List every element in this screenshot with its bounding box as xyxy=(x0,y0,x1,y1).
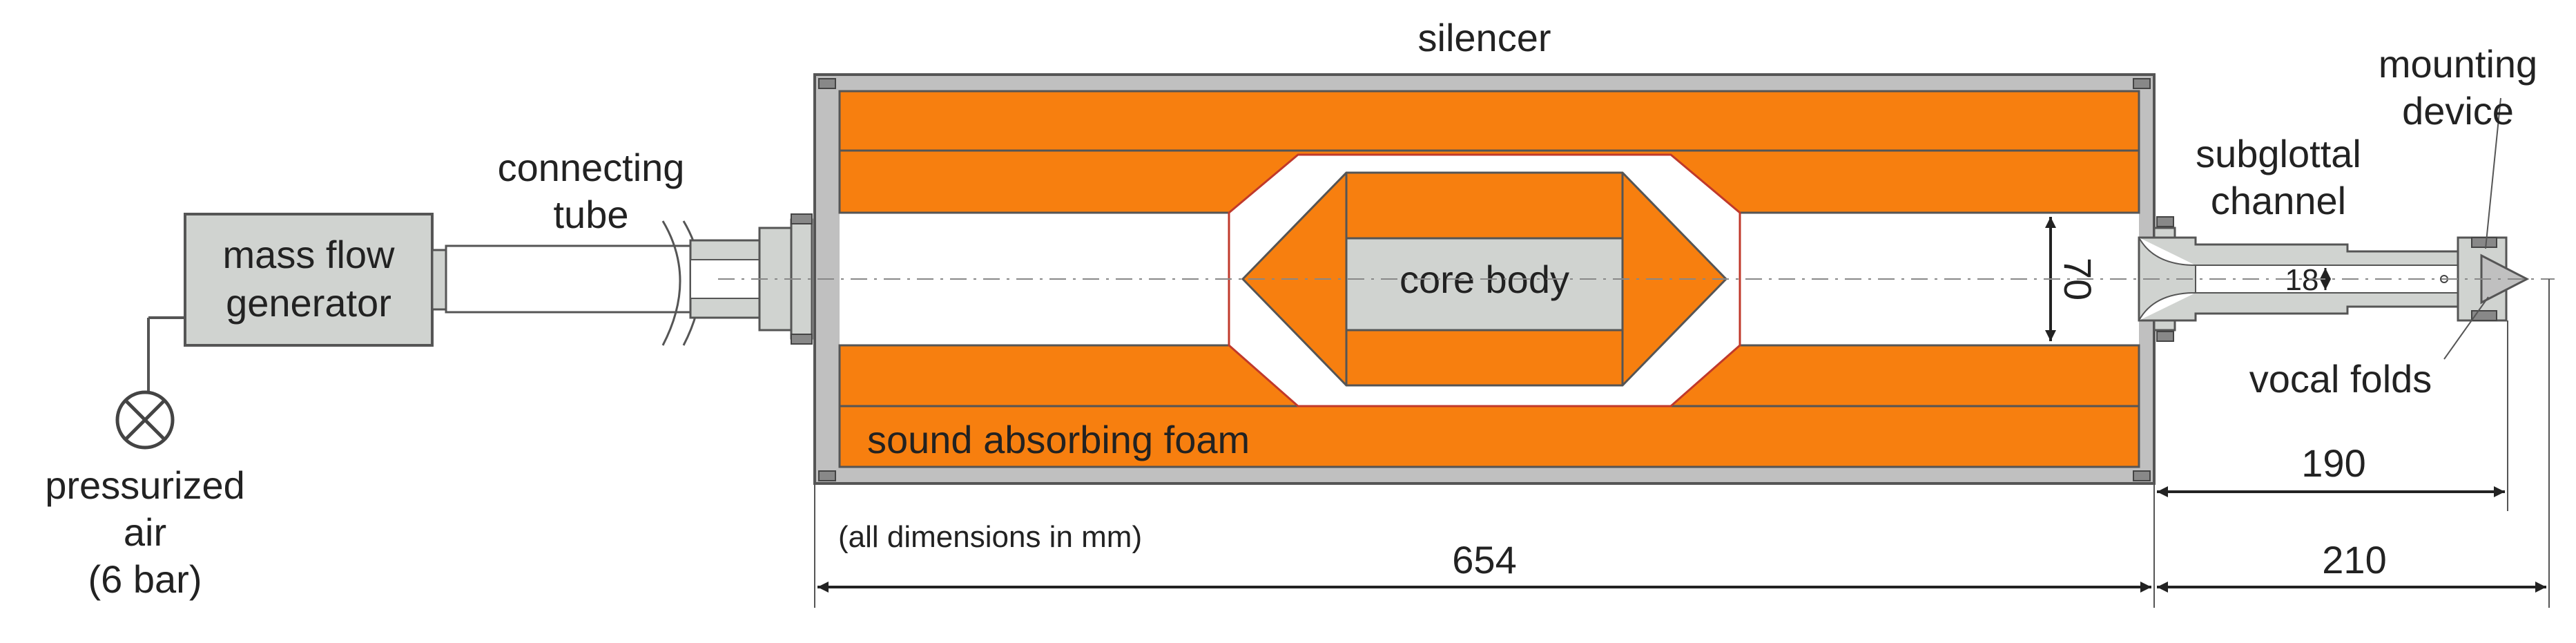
label-dimensions-note: (all dimensions in mm) xyxy=(838,520,1142,554)
label-mass-flow-line1: mass flow xyxy=(223,233,395,276)
label-pressurized-line3: (6 bar) xyxy=(88,557,202,601)
label-pressurized-line2: air xyxy=(124,510,166,554)
label-mass-flow-line2: generator xyxy=(226,281,391,325)
core-body xyxy=(1345,237,1624,332)
dim-channel-value: 18 xyxy=(2285,263,2319,297)
label-vocal-folds: vocal folds xyxy=(2249,357,2432,401)
label-mounting-line2: device xyxy=(2402,89,2514,133)
generator-outlet xyxy=(431,249,447,311)
label-silencer: silencer xyxy=(1418,16,1551,59)
connecting-tube xyxy=(445,220,702,346)
label-pressurized-line1: pressurized xyxy=(45,463,244,507)
dim-190-value: 190 xyxy=(2301,441,2365,485)
label-subglottal-line1: subglottal xyxy=(2196,132,2361,175)
dim-654-value: 654 xyxy=(1452,538,1516,582)
label-connecting-line1: connecting xyxy=(498,146,685,189)
label-subglottal-line2: channel xyxy=(2211,179,2346,222)
label-foam: sound absorbing foam xyxy=(867,418,1250,461)
label-mounting-line1: mounting xyxy=(2379,42,2537,86)
pressurized-air-valve xyxy=(115,316,185,450)
label-connecting-line2: tube xyxy=(554,193,629,236)
dim-210-value: 210 xyxy=(2322,538,2386,582)
mass-flow-generator-box xyxy=(184,213,434,347)
